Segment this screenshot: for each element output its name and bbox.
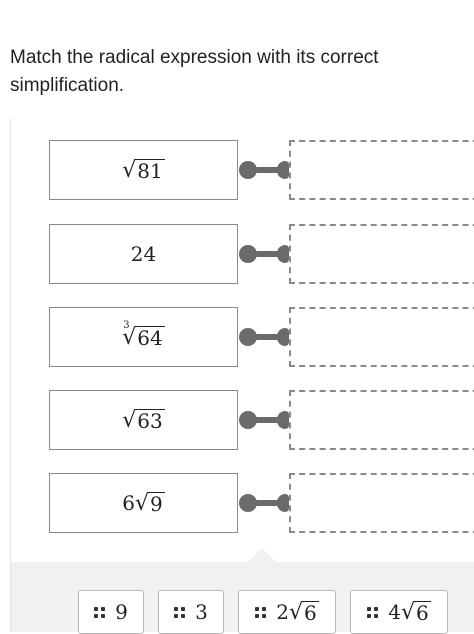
answer-value: 9 [115,600,128,624]
prompt-value: 24 [130,242,157,266]
matching-area [10,118,474,632]
answer-tile-2[interactable]: 3 [158,590,224,634]
connector-handle-icon[interactable] [239,494,289,512]
coefficient: 2 [276,600,289,624]
radical-expression: √ 63 [122,407,165,433]
radicand: 6 [302,601,319,625]
connector-handle-icon[interactable] [239,411,289,429]
coefficient: 4 [388,600,401,624]
prompt-box-1: √ 81 [49,140,238,200]
drop-zone-4[interactable] [289,390,474,450]
coefficient: 6 [122,491,135,515]
prompt-box-4: √ 63 [49,390,238,450]
prompt-box-2: 24 [49,224,238,284]
radicand: 6 [414,601,431,625]
drag-grip-icon [367,606,379,618]
radicand: 81 [135,158,165,183]
answer-tile-1[interactable]: 9 [78,590,144,634]
drop-zone-3[interactable] [289,307,474,367]
radicand: 63 [135,408,165,433]
radicand: 64 [135,325,165,350]
radical-sign: √ [122,407,137,433]
connector-handle-icon[interactable] [239,161,289,179]
drop-zone-2[interactable] [289,224,474,284]
radical-expression: √ 6 [289,601,319,624]
tray-pointer [248,548,276,562]
radical-expression: 3 √ 64 [122,320,165,350]
prompt-box-3: 3 √ 64 [49,307,238,367]
drag-grip-icon [255,606,267,618]
connector-handle-icon[interactable] [239,328,289,346]
radical-sign: √ [400,600,416,625]
radical-sign: √ [122,157,137,183]
connector-handle-icon[interactable] [239,245,289,263]
radical-expression: √ 6 [401,601,431,624]
answer-tile-4[interactable]: 4 √ 6 [350,590,448,634]
root-index: 3 [123,319,130,331]
radical-sign: √ [134,490,150,516]
drag-grip-icon [94,606,106,618]
answer-value: 3 [195,600,208,624]
drop-zone-5[interactable] [289,473,474,533]
question-text: Match the radical expression with its co… [10,47,379,96]
radicand: 9 [148,491,165,516]
radical-expression: √ 9 [134,490,165,516]
radical-expression: √ 81 [122,157,165,183]
radical-sign: √ [288,600,304,625]
radical-sign: √ [122,324,137,350]
answer-tile-3[interactable]: 2 √ 6 [238,590,336,634]
prompt-box-5: 6 √ 9 [49,473,238,533]
drag-grip-icon [174,606,186,618]
drop-zone-1[interactable] [289,140,474,200]
